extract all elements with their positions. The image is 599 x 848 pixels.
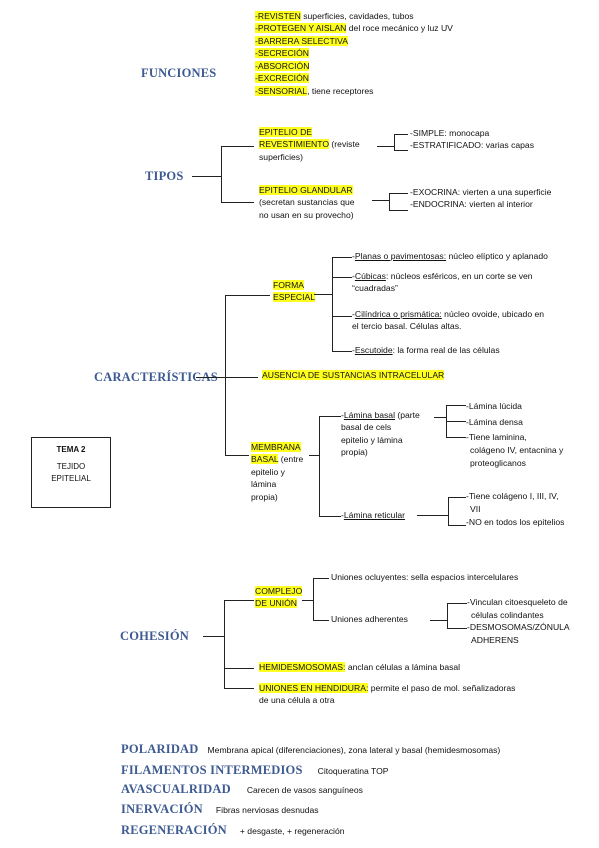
connector-line: [224, 688, 254, 689]
connector-line: [221, 146, 254, 147]
tema-number: TEMA 2: [56, 445, 86, 454]
connector-line: [332, 277, 352, 278]
forma-item: -Planas o pavimentosas: núcleo elíptico …: [352, 251, 548, 261]
cohesion-heading: COHESIÓN: [120, 629, 189, 643]
funciones-list: -REVISTEN superficies, cavidades, tubos …: [255, 10, 453, 97]
connector-line: [225, 455, 249, 456]
connector-line: [313, 578, 314, 620]
funciones-item: -REVISTEN superficies, cavidades, tubos: [255, 11, 414, 21]
connector-line: [394, 134, 408, 135]
connector-line: [196, 377, 258, 378]
lamina-basal-sub: -Lámina lúcida -Lámina densa -Tiene lami…: [466, 401, 564, 468]
connector-line: [372, 200, 389, 201]
connector-line: [309, 455, 319, 456]
connector-line: [192, 176, 221, 177]
forma-especial: FORMA ESPECIAL: [273, 280, 316, 303]
caracteristicas-heading: CARACTERÍSTICAS: [94, 370, 218, 384]
connector-line: [389, 193, 390, 210]
ausencia-item: AUSENCIA DE SUSTANCIAS INTRACELULAR: [262, 370, 445, 380]
connector-line: [448, 497, 466, 498]
uniones-adherentes: Uniones adherentes: [331, 614, 408, 624]
connector-line: [224, 668, 254, 669]
lamina-reticular-sub: -Tiene colágeno I, III, IV, VII -NO en t…: [466, 491, 565, 527]
glandular-sub: -EXOCRINA: vierten a una superficie -END…: [410, 187, 552, 210]
connector-line: [224, 600, 254, 601]
connector-line: [332, 257, 352, 258]
funciones-item: -BARRERA SELECTIVA: [255, 35, 348, 46]
connector-line: [389, 210, 408, 211]
complejo-union: COMPLEJO DE UNIÓN: [255, 586, 303, 609]
forma-item: -Cilíndrica o prismática: núcleo ovoide,…: [352, 309, 545, 332]
connector-line: [224, 600, 225, 688]
connector-line: [314, 294, 332, 295]
connector-line: [446, 421, 466, 422]
connector-line: [313, 578, 329, 579]
connector-line: [394, 150, 408, 151]
connector-line: [332, 257, 333, 351]
connector-line: [221, 146, 222, 202]
connector-line: [225, 295, 270, 296]
tema-title-line: TEJIDO: [56, 462, 86, 471]
connector-line: [221, 202, 254, 203]
forma-item: -Cúbicas: núcleos esféricos, en un corte…: [352, 271, 533, 294]
connector-line: [332, 351, 352, 352]
funciones-item: -ABSORCIÓN: [255, 60, 310, 71]
epitelio-glandular: EPITELIO GLANDULAR (secretan sustancias …: [259, 185, 355, 220]
connector-line: [203, 636, 224, 637]
connector-line: [446, 405, 466, 406]
funciones-heading: FUNCIONES: [141, 66, 217, 80]
connector-line: [225, 295, 226, 455]
funciones-item: -SENSORIAL, tiene receptores: [255, 85, 374, 96]
connector-line: [313, 620, 329, 621]
connector-line: [319, 416, 341, 417]
tema-title-line: EPITELIAL: [51, 474, 91, 483]
epitelio-revestimiento: EPITELIO DE REVESTIMIENTO (reviste super…: [259, 127, 360, 162]
connector-line: [430, 620, 447, 621]
connector-line: [448, 525, 466, 526]
connector-line: [447, 628, 467, 629]
lamina-reticular: -Lámina reticular: [341, 510, 406, 520]
connector-line: [417, 515, 448, 516]
hemidesmosomas-item: HEMIDESMOSOMAS: anclan células a lámina …: [259, 662, 461, 672]
connector-line: [302, 600, 313, 601]
connector-line: [446, 437, 466, 438]
connector-line: [394, 134, 395, 150]
regeneracion-row: REGENERACIÓN+ desgaste, + regeneración: [121, 823, 345, 837]
forma-item: -Escutoide: la forma real de las células: [352, 345, 500, 355]
funciones-item: -EXCRECIÓN: [255, 73, 309, 84]
connector-line: [377, 146, 394, 147]
tipos-heading: TIPOS: [145, 169, 184, 183]
uniones-ocluyentes: Uniones ocluyentes: sella espacios inter…: [331, 572, 519, 582]
connector-line: [447, 603, 467, 604]
connector-line: [319, 416, 320, 516]
connector-line: [332, 316, 352, 317]
connector-line: [447, 603, 448, 628]
tema-box: TEMA 2 TEJIDO EPITELIAL: [31, 437, 111, 508]
connector-line: [434, 417, 446, 418]
adherentes-sub: -Vinculan citoesqueleto de células colin…: [467, 597, 570, 645]
revestimiento-sub: -SIMPLE: monocapa -ESTRATIFICADO: varias…: [410, 128, 534, 151]
funciones-item: -PROTEGEN Y AISLAN del roce mecánico y l…: [255, 23, 453, 34]
lamina-basal: -Lámina basal (parte basal de cels epite…: [341, 410, 420, 458]
hendidura-item: UNIONES EN HENDIDURA: permite el paso de…: [259, 683, 516, 706]
connector-line: [319, 516, 341, 517]
connector-line: [448, 497, 449, 525]
membrana-basal: MEMBRANA BASAL (entre epitelio y lámina …: [251, 442, 304, 502]
connector-line: [389, 193, 408, 194]
funciones-item: -SECRECIÓN: [255, 48, 309, 59]
